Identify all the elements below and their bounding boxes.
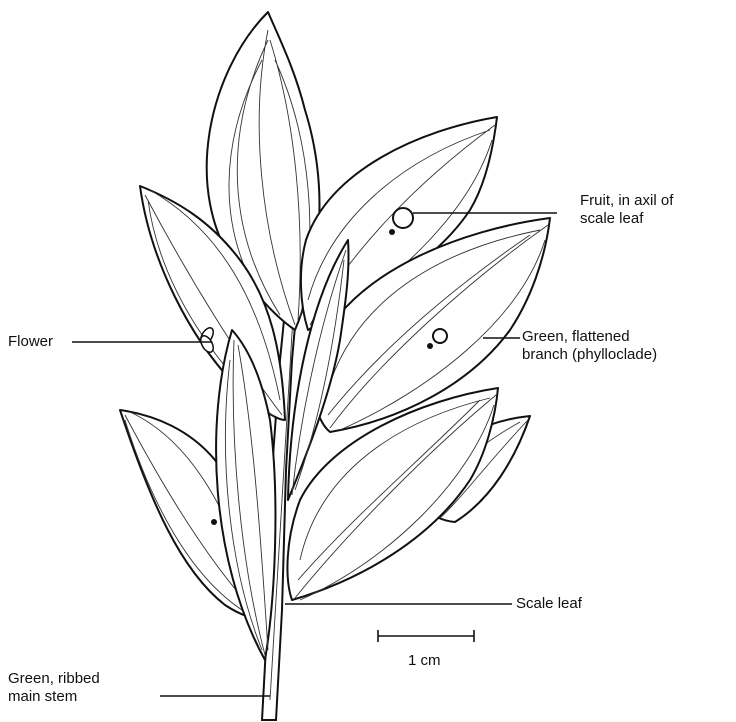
label-scale-leaf: Scale leaf: [516, 595, 582, 613]
label-scale-leaf-text: Scale leaf: [516, 595, 582, 613]
label-stem: Green, ribbed main stem: [8, 670, 100, 706]
flower-bud: [211, 519, 217, 525]
label-branch-line-1: Green, flattened: [522, 328, 657, 346]
label-flower: Flower: [8, 333, 53, 351]
label-scale-bar: 1 cm: [408, 652, 441, 670]
label-flower-text: Flower: [8, 333, 53, 351]
label-stem-line-1: Green, ribbed: [8, 670, 100, 688]
label-branch-line-2: branch (phylloclade): [522, 346, 657, 364]
label-scale-bar-text: 1 cm: [408, 652, 441, 670]
label-fruit-line-2: scale leaf: [580, 210, 673, 228]
fruit-2-stalk: [427, 343, 433, 349]
label-fruit-line-1: Fruit, in axil of: [580, 192, 673, 210]
label-fruit: Fruit, in axil of scale leaf: [580, 192, 673, 228]
label-stem-line-2: main stem: [8, 688, 100, 706]
scale-bar: [378, 630, 474, 642]
fruit-1: [393, 208, 413, 228]
fruit-1-stalk: [389, 229, 395, 235]
label-branch: Green, flattened branch (phylloclade): [522, 328, 657, 364]
fruit-2: [433, 329, 447, 343]
